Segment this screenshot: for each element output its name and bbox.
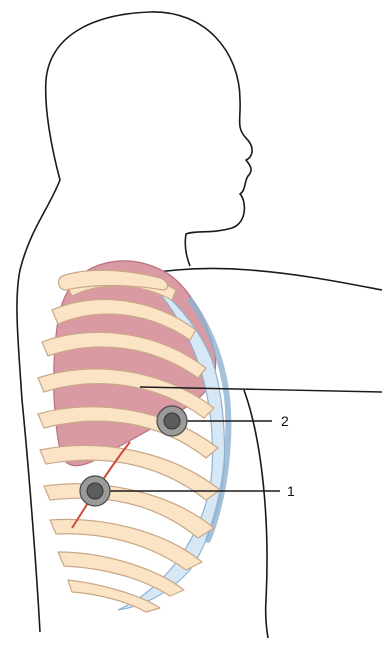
marker-1-inner [87,483,103,499]
marker-2-inner [164,413,180,429]
marker-1-label: 1 [287,483,295,499]
marker-2-label: 2 [281,413,289,429]
torso-right-outline [244,390,268,638]
